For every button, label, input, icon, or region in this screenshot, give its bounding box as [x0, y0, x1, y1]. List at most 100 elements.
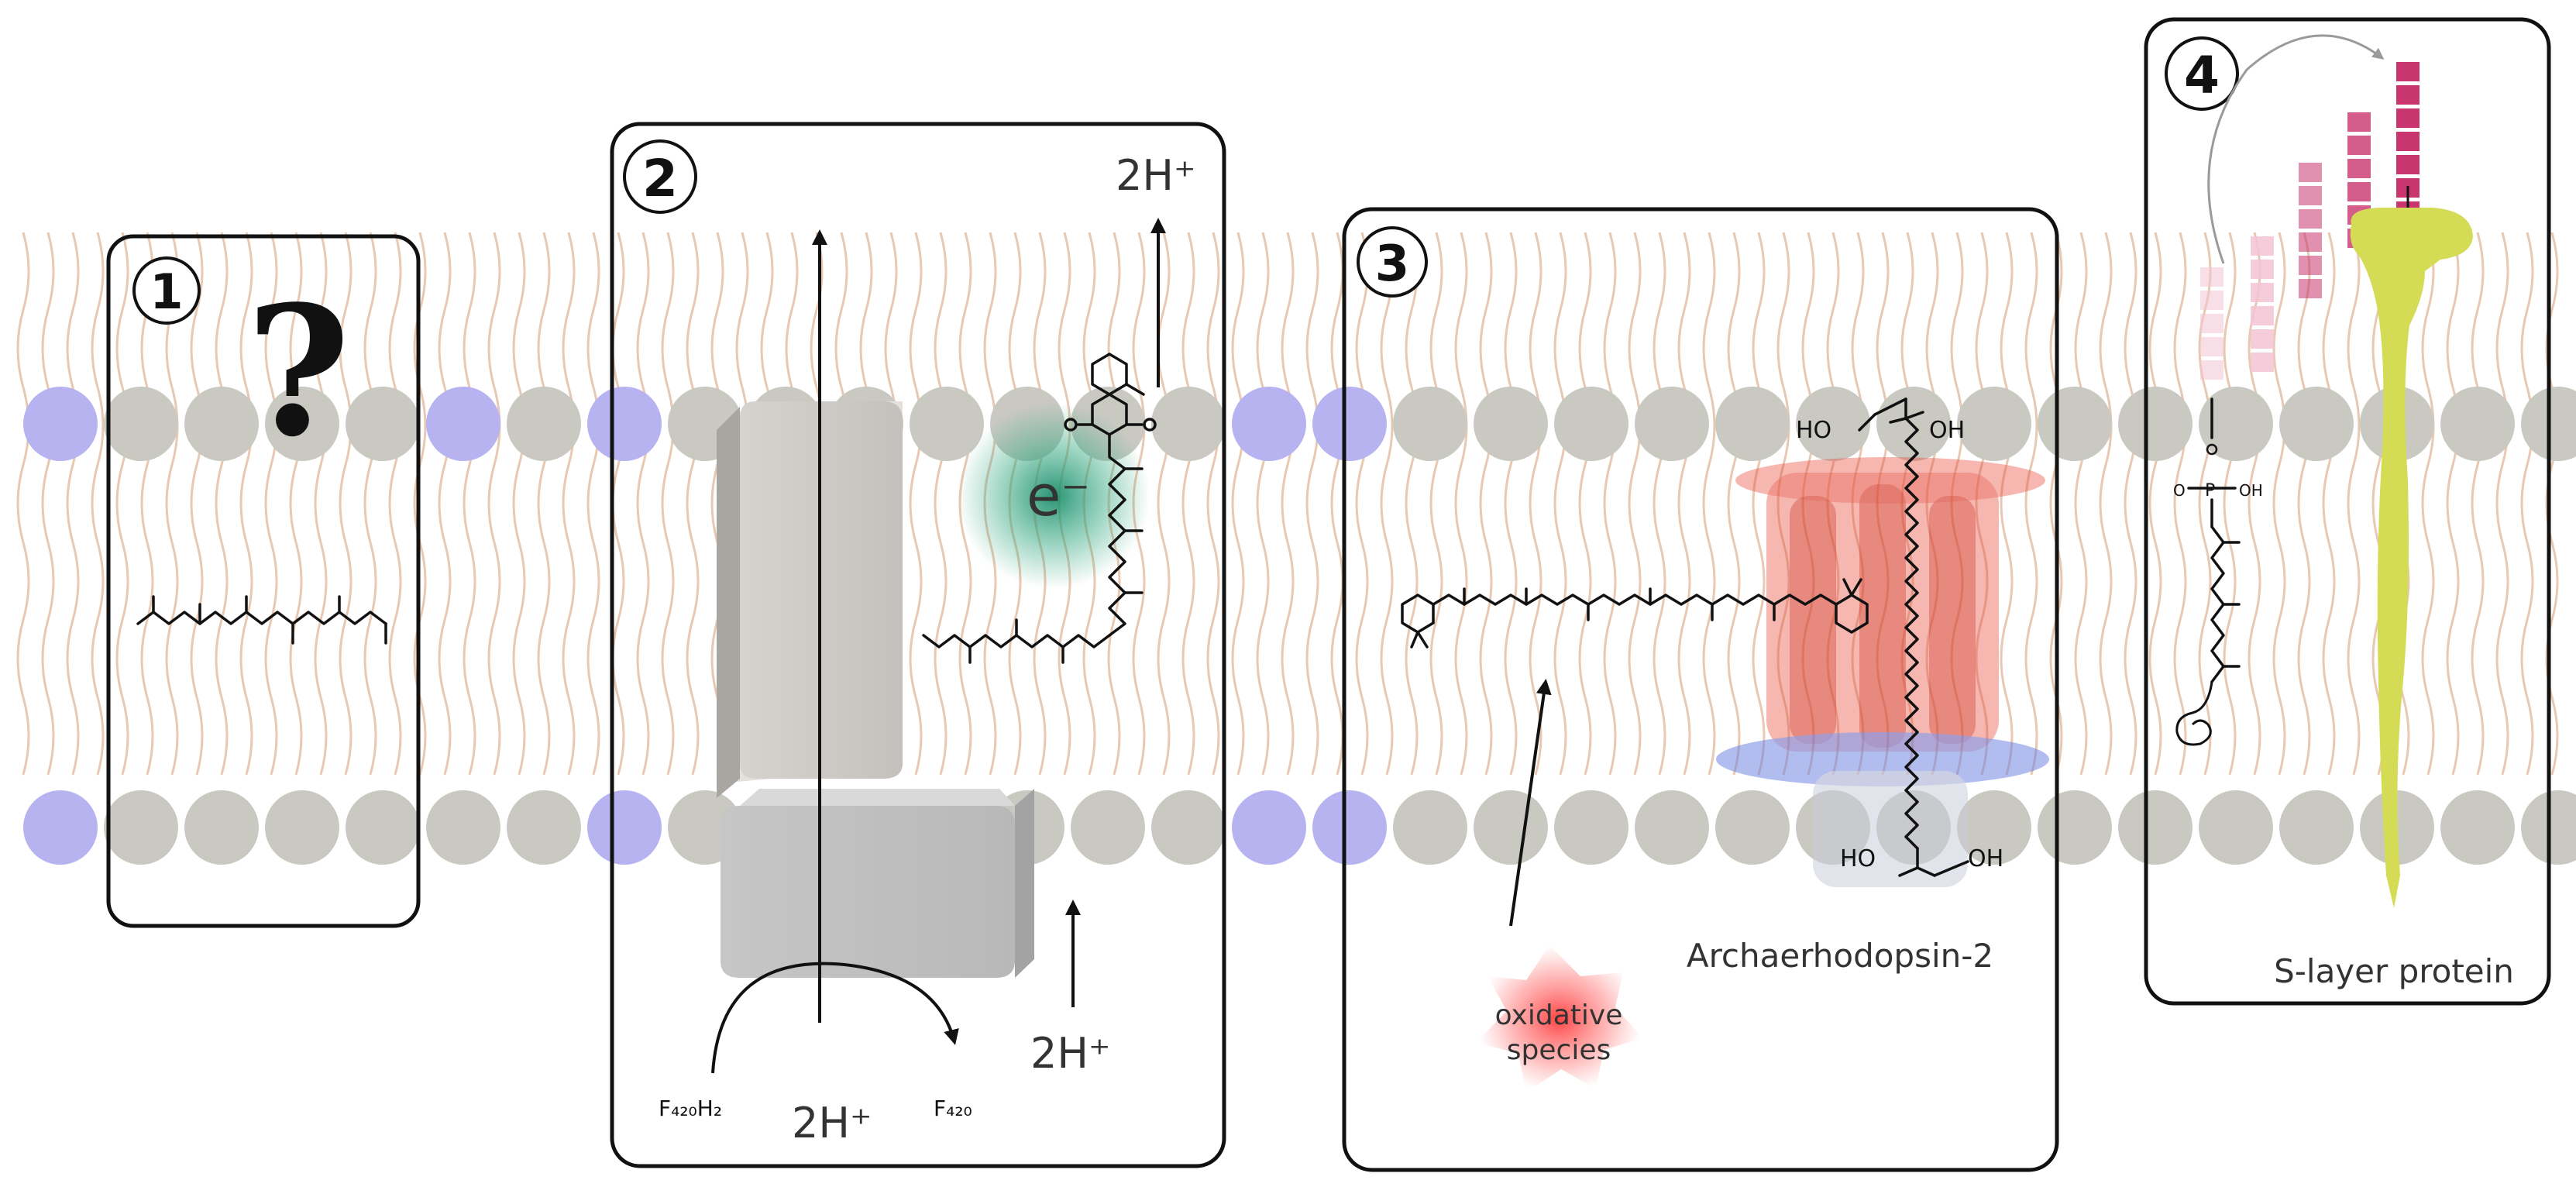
lipid-tail	[2272, 232, 2286, 776]
lipid-tail	[2000, 232, 2014, 776]
lipid-tail	[1603, 232, 1617, 776]
lipid-tail	[1801, 232, 1815, 776]
lipid-tail	[140, 232, 154, 776]
panel-2: 2 e⁻ F₄₂₀H₂ 2H⁺ F₄₂₀ 2H⁺ 2H⁺	[610, 122, 1226, 1168]
lipid-headgroup	[587, 790, 662, 865]
lipid-headgroup	[346, 387, 420, 461]
lipid-headgroup	[104, 387, 178, 461]
oh-top-label: OH	[1929, 417, 1965, 444]
quinone-isoprenoid-tail-vertical	[1108, 433, 1126, 637]
top-proton-label: 2H⁺	[1116, 151, 1195, 200]
glycan-residue	[2299, 163, 2322, 182]
bacterioruberin-chain	[1904, 417, 1919, 850]
lipid-headgroup	[2118, 387, 2193, 461]
lipid-tail	[190, 232, 204, 776]
question-mark-symbol: ?	[246, 267, 351, 477]
lipid-headgroup	[2118, 790, 2193, 865]
lipid-tail	[438, 232, 452, 776]
panel-1-number-badge	[132, 256, 201, 325]
membrane-bilayer	[16, 232, 2576, 865]
lipid-tail	[562, 232, 576, 776]
lipid-headgroup	[1151, 790, 1226, 865]
lipid-headgroup	[910, 387, 984, 461]
lipid-tail	[1628, 232, 1642, 776]
phospholipid-anchor	[2175, 397, 2241, 746]
lipid-headgroup	[265, 387, 339, 461]
lipid-tail	[1231, 232, 1245, 776]
lipid-tail	[1380, 232, 1394, 776]
f420-label: F₄₂₀	[934, 1096, 972, 1121]
lipid-headgroup	[2038, 387, 2112, 461]
lipid-headgroup	[1957, 387, 2031, 461]
glycan-residue	[2200, 360, 2223, 380]
lipid-tail	[686, 232, 700, 776]
lipid-headgroup	[507, 790, 581, 865]
lipid-tail	[1330, 232, 1344, 776]
glycan-residue	[2347, 136, 2371, 155]
glycan-residue	[2251, 260, 2274, 279]
oxidative-attack-arrow	[1509, 679, 1552, 927]
lipid-headgroup	[1232, 790, 1306, 865]
panel-4-number-badge	[2165, 36, 2239, 111]
lipid-tail	[2371, 232, 2385, 776]
glycan-residue	[2299, 232, 2322, 252]
lipid-headgroup	[2279, 387, 2354, 461]
lipid-tail	[1578, 232, 1592, 776]
lipid-tail	[636, 232, 650, 776]
lipid-tail	[1702, 232, 1716, 776]
lipid-tail	[91, 232, 105, 776]
lipid-headgroup	[1232, 387, 1306, 461]
lipid-tail	[264, 232, 278, 776]
lipid-tail	[909, 232, 923, 776]
lipid-headgroup	[184, 387, 259, 461]
lipid-tail	[1876, 232, 1890, 776]
ho-top-label: HO	[1796, 417, 1831, 444]
panel-2-number: 2	[642, 149, 678, 208]
lipid-headgroup	[265, 790, 339, 865]
lipid-tail	[2347, 232, 2361, 776]
lipid-tail	[1851, 232, 1865, 776]
lipid-tail	[1529, 232, 1543, 776]
glycan-residue	[2299, 279, 2322, 298]
ho-bottom-label: HO	[1840, 845, 1876, 872]
glycan-residue	[2251, 236, 2274, 256]
glycan-residue	[2251, 353, 2274, 372]
lipid-headgroup	[2199, 387, 2273, 461]
lipid-tail	[1281, 232, 1295, 776]
lipid-tail	[2322, 232, 2336, 776]
lipid-tail	[41, 232, 55, 776]
bacterioruberin-bottom-group	[1898, 847, 1969, 877]
lipid-tail	[2471, 232, 2485, 776]
quinone-isoprenoid-tail-horizontal	[922, 634, 1111, 649]
lipid-tail	[512, 232, 526, 776]
headgroups-upper-leaflet	[23, 387, 2576, 461]
archaerhodopsin-label: Archaerhodopsin-2	[1687, 937, 1993, 975]
lipid-tail	[2049, 232, 2063, 776]
lipid-tail	[1950, 232, 1964, 776]
panel-3-number-badge	[1357, 226, 1428, 298]
lipid-tail	[2495, 232, 2509, 776]
panel-2-frame	[610, 122, 1226, 1168]
lipid-tail	[1776, 232, 1790, 776]
glycan-residue	[2347, 182, 2371, 201]
lipid-tail	[710, 232, 724, 776]
f420-conversion-arrow	[711, 962, 959, 1074]
lipid-tails	[16, 232, 2559, 776]
lipid-headgroup	[1312, 790, 1387, 865]
chain-1-methyl-branches	[152, 595, 387, 645]
lipid-tail	[339, 232, 353, 776]
panel-2-number-badge	[623, 139, 697, 214]
panel-4: 4 O P OH S-layer protein	[2144, 17, 2551, 1006]
lipid-tail	[934, 232, 948, 776]
lipid-headgroup	[1474, 790, 1548, 865]
carotenoid-molecule	[1401, 578, 1869, 649]
lipid-tail	[1479, 232, 1493, 776]
lipid-tail	[1752, 232, 1766, 776]
lipid-headgroup	[2038, 790, 2112, 865]
lipid-tail	[2446, 232, 2460, 776]
lipid-tail	[239, 232, 253, 776]
f420h2-label: F₄₂₀H₂	[659, 1096, 722, 1121]
lipid-headgroup	[426, 387, 500, 461]
glycan-residue	[2200, 267, 2223, 287]
